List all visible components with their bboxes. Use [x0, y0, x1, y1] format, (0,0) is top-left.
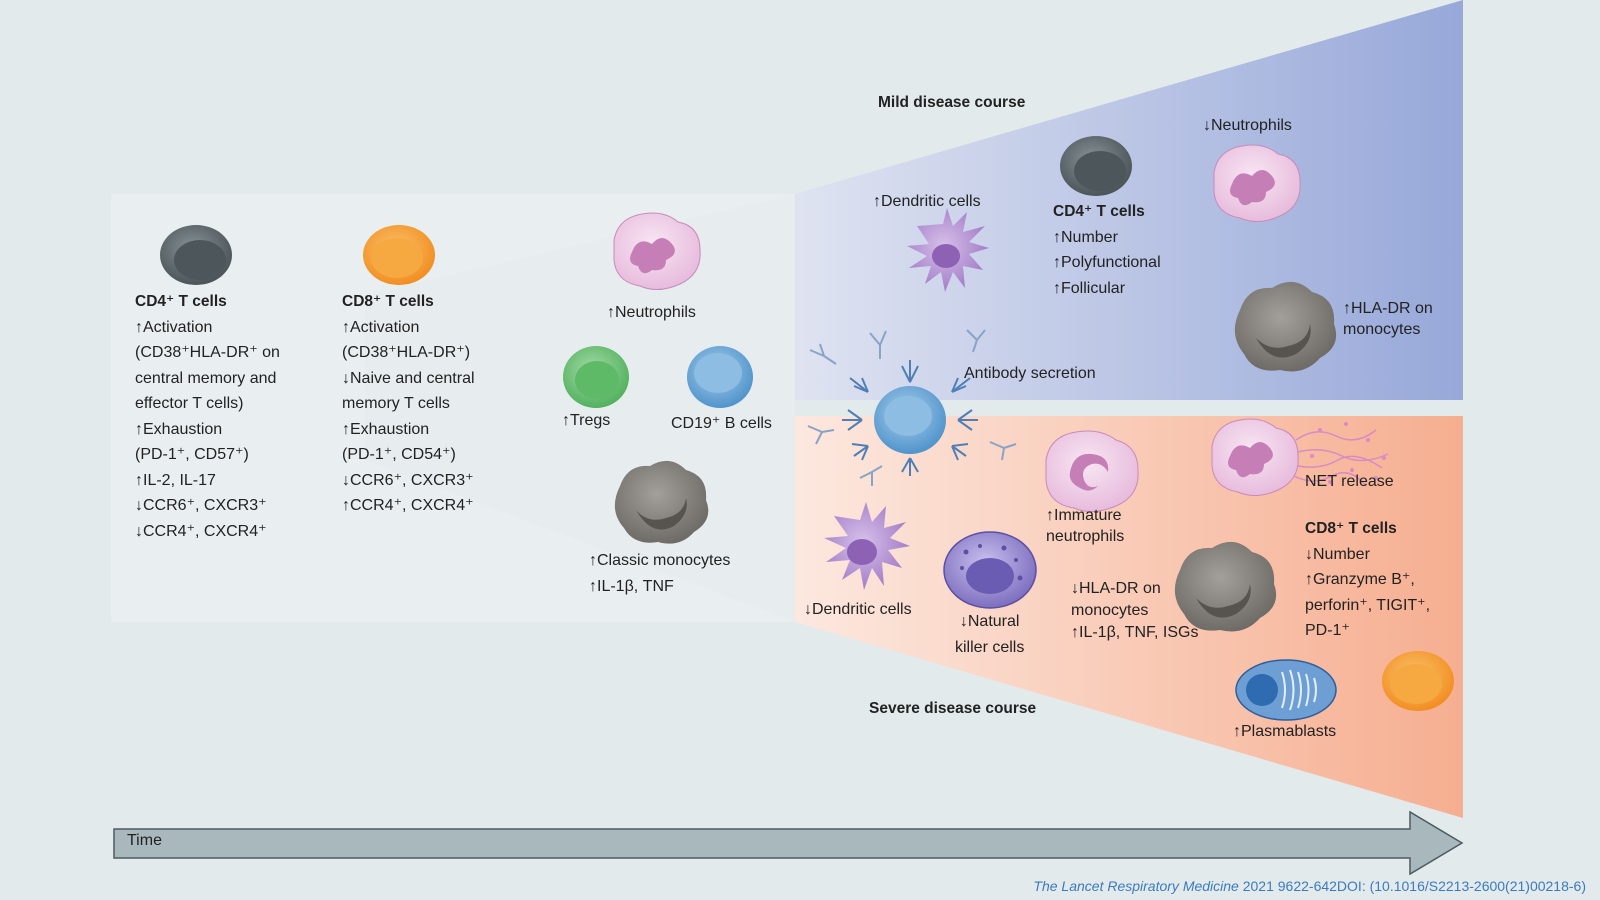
cd8-early-line: (CD38⁺HLA-DR⁺): [342, 344, 471, 361]
citation: The Lancet Respiratory Medicine 2021 962…: [1033, 878, 1586, 894]
cd8-early-line: ↑CCR4⁺, CXCR4⁺: [342, 497, 474, 514]
cd4-early-line: central memory and: [135, 369, 277, 387]
time-axis-label: Time: [127, 832, 162, 849]
mild-cd4-title: CD4⁺ T cells: [1053, 203, 1145, 220]
plasmablast-icon: [1235, 659, 1337, 721]
mild-course-title: Mild disease course: [878, 94, 1026, 111]
cd4-early-line: (PD-1⁺, CD57⁺): [135, 446, 249, 463]
tregs-label: ↑Tregs: [562, 412, 611, 429]
free-antibodies: [807, 329, 1017, 486]
severe-hla-dr-line: ↑IL-1β, TNF, ISGs: [1071, 624, 1199, 641]
cd4-early-line: (CD38⁺HLA-DR⁺ on: [135, 344, 280, 361]
classic-monocyte-icon: [614, 460, 709, 544]
cd8-early-line: ↑Exhaustion: [342, 420, 430, 438]
immature-neutrophils-line: ↑Immature: [1046, 507, 1122, 524]
cd8-early-block: CD8⁺ T cells ↑Activation (CD38⁺HLA-DR⁺) …: [342, 289, 475, 519]
natural-killer-cell-icon: [943, 531, 1037, 609]
dendritic-cell-severe-icon: [824, 502, 910, 590]
mild-cd4-line: ↑Polyfunctional: [1053, 254, 1161, 271]
mild-cd4-block: CD4⁺ T cells ↑Number ↑Polyfunctional ↑Fo…: [1053, 199, 1161, 301]
nk-cells-block: ↓Natural killer cells: [955, 609, 1024, 660]
cd8-early-line: ↑Activation: [342, 318, 420, 336]
cd4-early-line: effector T cells): [135, 395, 244, 412]
cd4-early-line: ↑Activation: [135, 318, 213, 336]
citation-details: 2021 9622-642DOI: (10.1016/S2213-2600(21…: [1238, 878, 1586, 894]
early-neutrophils-label: ↑Neutrophils: [607, 304, 696, 321]
neutrophil-mild-icon: [1213, 144, 1301, 222]
classic-monocytes-block: ↑Classic monocytes ↑IL-1β, TNF: [589, 548, 730, 599]
cd4-early-line: ↓CCR6⁺, CXCR3⁺: [135, 497, 267, 514]
cd4-early-line: ↑IL-2, IL-17: [135, 471, 216, 489]
severe-cd8-line: ↓Number: [1305, 545, 1370, 563]
net-release-label: NET release: [1305, 473, 1394, 490]
severe-hla-dr-line: ↓HLA-DR on: [1071, 580, 1161, 597]
severe-cd8-line: PD-1⁺: [1305, 622, 1350, 639]
dendritic-cell-mild-icon: [907, 208, 989, 292]
mild-neutrophils-label: ↓Neutrophils: [1203, 117, 1292, 134]
cd4-early-line: ↓CCR4⁺, CXCR4⁺: [135, 522, 267, 540]
cd8-early-line: (PD-1⁺, CD54⁺): [342, 446, 456, 463]
time-arrow: [113, 810, 1464, 876]
immature-neutrophils-line: neutrophils: [1046, 528, 1125, 545]
mild-hla-dr-line: monocytes: [1343, 321, 1421, 338]
classic-monocytes-line: ↑IL-1β, TNF: [589, 577, 674, 595]
plasmablasts-label: ↑Plasmablasts: [1233, 723, 1337, 740]
cd8-early-line: memory T cells: [342, 395, 450, 412]
nk-cells-line: killer cells: [955, 638, 1025, 656]
mild-dendritic-label: ↑Dendritic cells: [873, 193, 981, 210]
b-cells-label: CD19⁺ B cells: [671, 415, 772, 432]
cd4-early-line: ↑Exhaustion: [135, 420, 223, 438]
antibody-secretion-label: Antibody secretion: [964, 365, 1096, 382]
severe-cd8-line: perforin⁺, TIGIT⁺,: [1305, 596, 1431, 614]
severe-hla-dr-block: ↓HLA-DR on monocytes ↑IL-1β, TNF, ISGs: [1071, 578, 1198, 644]
cd8-early-line: ↓Naive and central: [342, 369, 475, 387]
immature-neutrophil-icon: [1045, 430, 1139, 512]
nk-cells-line: ↓Natural: [959, 613, 1020, 630]
mild-cd4-line: ↑Follicular: [1053, 279, 1126, 297]
treg-cell-icon: [563, 346, 629, 408]
mild-hla-dr-block: ↑HLA-DR on monocytes: [1343, 298, 1433, 340]
severe-cd8-line: ↑Granzyme B⁺,: [1305, 571, 1415, 588]
severe-dendritic-label: ↓Dendritic cells: [804, 601, 912, 618]
severe-cd8-title: CD8⁺ T cells: [1305, 520, 1397, 537]
neutrophil-icon: [613, 212, 701, 290]
antibody-secreting-cell-icon: [842, 360, 978, 476]
cd8-early-title: CD8⁺ T cells: [342, 293, 434, 310]
immature-neutrophils-block: ↑Immature neutrophils: [1046, 505, 1124, 547]
net-release-neutrophil-icon: [1211, 418, 1389, 496]
cd4-t-cell-mild-icon: [1060, 136, 1132, 196]
cd8-t-cell-severe-icon: [1382, 651, 1454, 711]
cd4-early-block: CD4⁺ T cells ↑Activation (CD38⁺HLA-DR⁺ o…: [135, 289, 280, 544]
cd4-t-cell-icon: [160, 225, 232, 285]
severe-hla-dr-line: monocytes: [1071, 602, 1149, 619]
severe-cd8-block: CD8⁺ T cells ↓Number ↑Granzyme B⁺, perfo…: [1305, 516, 1430, 644]
monocyte-severe-icon: [1174, 541, 1277, 632]
cd8-t-cell-icon: [363, 225, 435, 285]
severe-course-title: Severe disease course: [869, 700, 1037, 717]
cd8-early-line: ↓CCR6⁺, CXCR3⁺: [342, 471, 474, 489]
citation-journal: The Lancet Respiratory Medicine: [1033, 878, 1239, 894]
monocyte-mild-icon: [1234, 281, 1337, 372]
cd4-early-title: CD4⁺ T cells: [135, 293, 227, 310]
mild-cd4-line: ↑Number: [1053, 228, 1118, 246]
mild-hla-dr-line: ↑HLA-DR on: [1343, 300, 1433, 317]
classic-monocytes-line: ↑Classic monocytes: [589, 552, 731, 569]
b-cell-icon: [687, 346, 753, 408]
